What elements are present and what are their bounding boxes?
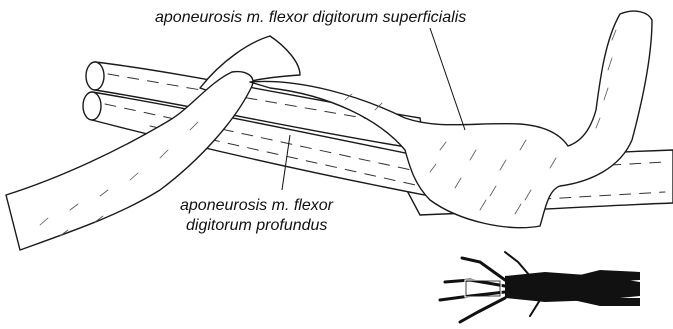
dog-paw-skeleton-icon bbox=[440, 252, 640, 322]
superficialis-leader bbox=[430, 28, 465, 130]
profundus-label-line1: aponeurosis m. flexor bbox=[180, 197, 334, 214]
profundus-label-line2: digitorum profundus bbox=[186, 217, 327, 234]
superficialis-label: aponeurosis m. flexor digitorum superfic… bbox=[155, 9, 466, 26]
